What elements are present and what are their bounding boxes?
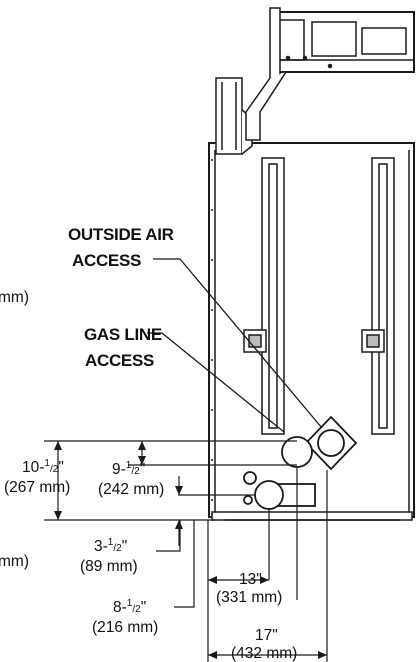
dim-8-half-metric: (216 mm) [92,619,158,636]
vent-standoff-column [215,77,243,155]
dim-9-half-imperial: 9-1/2" [112,460,145,478]
access-openings [243,415,358,510]
outside-air-leader [153,258,323,429]
dim-9-half-metric: (242 mm) [98,481,164,498]
gas-line-label-line1: GAS LINE [84,325,162,344]
dim-3-half-imperial: 3-1/2" [94,537,127,555]
dim-10-half-metric: (267 mm) [4,479,70,496]
outside-air-access-port [317,429,345,457]
gas-line-label-line2: ACCESS [85,351,154,370]
outside-air-label-line2: ACCESS [72,251,141,270]
cut-off-mm-bottom: mm) [0,553,29,570]
vent-transition [245,71,287,141]
base-plate [211,511,413,521]
gas-line-leader [147,332,285,433]
dim-10-half-imperial: 10-1/2" [22,458,64,476]
dimension-lines [44,440,328,662]
fireplace-body [208,7,415,521]
dim-13-metric: (331 mm) [216,589,282,606]
dim-13-imperial: 13" [239,571,262,588]
leader-lines [147,258,323,433]
dim-17-metric: (432 mm) [231,645,297,662]
dim-3-half-metric: (89 mm) [80,558,138,575]
dim-17-imperial: 17" [255,627,278,644]
housing-rivets [211,159,213,501]
lower-access-port [254,480,284,510]
text-labels: mm) OUTSIDE AIR ACCESS GAS LINE ACCESS 1… [0,225,297,662]
arrowheads [54,441,327,659]
cut-off-mm-top: mm) [0,289,29,306]
outside-air-label-line1: OUTSIDE AIR [68,225,174,244]
dim-8-half-imperial: 8-1/2" [113,598,146,616]
